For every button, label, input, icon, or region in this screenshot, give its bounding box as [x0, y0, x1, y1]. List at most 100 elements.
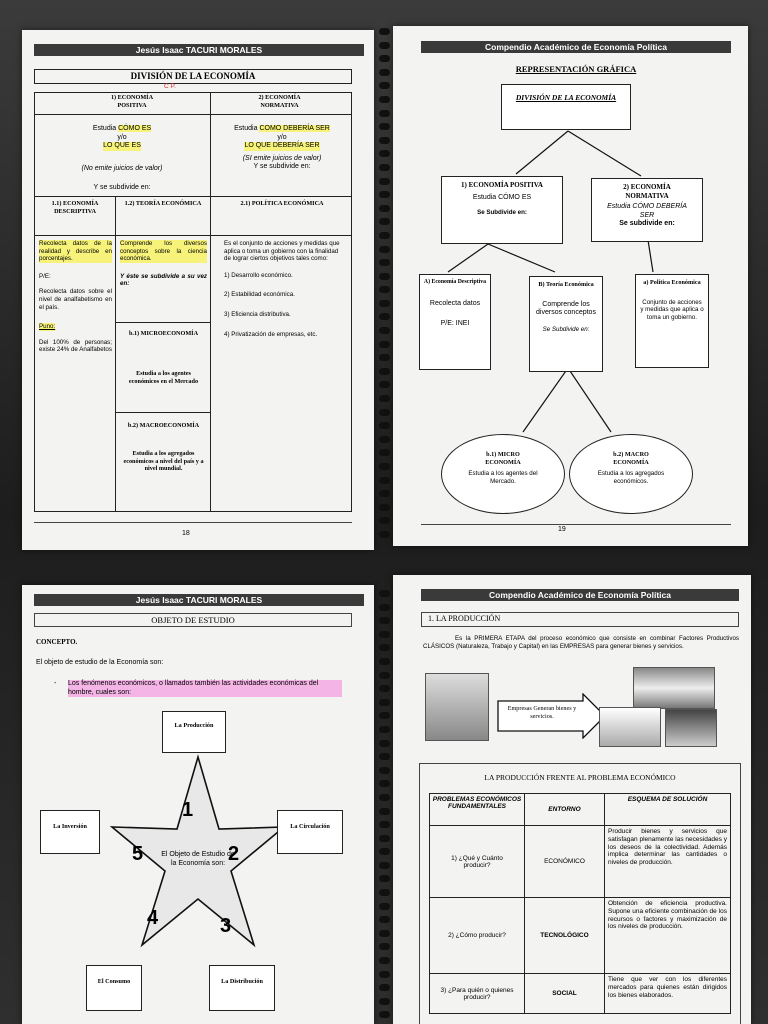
star-number: 5	[132, 843, 143, 866]
puno-text: Del 100% de personas; existe 24% de Anal…	[39, 339, 112, 354]
col2-highlight2: LO QUE DEBERÍA SER	[244, 142, 319, 151]
star-diagram	[22, 585, 374, 1024]
descriptiva-title: A) Economía Descriptiva	[420, 279, 490, 286]
col2-line2: y/o	[222, 134, 342, 143]
normativa-text: Estudia CÓMO DEBERÍA SER	[592, 203, 702, 220]
star-number: 3	[220, 915, 231, 938]
politica-text: Conjunto de acciones y medidas que aplic…	[636, 299, 708, 322]
handwritten-annotation: C P.	[164, 83, 176, 90]
table-row: 3) ¿Para quién o quienes producir? SOCIA…	[430, 974, 731, 1014]
col1-body: Estudia CÓMO ES y/o LO QUE ES (No emite …	[42, 125, 202, 193]
macro-title: b.2) MACRO ECONOMÍA	[570, 451, 692, 466]
col1-line1: Estudia	[93, 125, 116, 132]
col2-highlight1: COMO DEBERÍA SER	[259, 125, 329, 132]
positiva-subdivide: Se Subdivide en:	[442, 209, 562, 217]
politica-item: 3) Eficiencia distributiva.	[224, 311, 346, 319]
spiral-binding-bottom	[377, 590, 391, 1024]
generate-arrow: Empresas Generan bienes y servicios.	[497, 693, 607, 739]
politica-text: Es el conjunto de acciones y medidas que…	[224, 240, 346, 263]
car-image	[633, 667, 715, 709]
macro-node: b.2) MACRO ECONOMÍA Estudia a los agrega…	[569, 434, 693, 514]
microeconomia-text: Estudia a los agentes económicos en el M…	[122, 370, 205, 385]
teoria-title: B) Teoría Económica	[530, 281, 602, 289]
micro-title: b.1) MICRO ECONOMÍA	[442, 451, 564, 466]
descriptiva-example: Recolecta datos sobre el nivel de analfa…	[39, 288, 112, 311]
solutions-table: PROBLEMAS ECONÓMICOS FUNDAMENTALES ENTOR…	[429, 793, 731, 1014]
politica-item: 4) Privatización de empresas, etc.	[224, 331, 346, 339]
col1-subdivide: Y se subdivide en:	[42, 184, 202, 193]
people-image	[599, 707, 661, 747]
col2-subdivide: Y se subdivide en:	[222, 163, 342, 172]
microeconomia-header: b.1) MICROECONOMÍA	[120, 330, 207, 338]
page-number: 19	[558, 526, 566, 535]
normativa-subdivide: Se subdivide en:	[592, 220, 702, 229]
node-consumo: El Consumo	[86, 965, 142, 1011]
politica-item: 1) Desarrollo económico.	[224, 272, 346, 280]
table-header: ENTORNO	[525, 794, 605, 826]
teoria-subdivide: Se Subdivide en:	[530, 326, 602, 334]
root-node: DIVISIÓN DE LA ECONOMÍA	[501, 84, 631, 130]
table-cell: 1) ¿Qué y Cuánto producir?	[430, 826, 525, 898]
col1-line2: y/o	[42, 134, 202, 143]
teoria-text: Comprende los diversos conceptos	[530, 301, 602, 318]
teoria-text: Comprende los diversos conceptos sobre l…	[120, 240, 207, 263]
macro-text: Estudia a los agregados económicos.	[570, 470, 692, 485]
positiva-node: 1) ECONOMÍA POSITIVA Estudia CÓMO ES Se …	[441, 176, 563, 244]
subcol-1-2-header: 1.2) TEORÍA ECONÓMICA	[122, 200, 204, 208]
macroeconomia-text: Estudia a los agregados económicos a niv…	[122, 450, 205, 473]
node-inversion: La Inversión	[40, 810, 100, 854]
page-produccion: Compendio Académico de Economía Política…	[393, 575, 751, 1024]
table-cell: SOCIAL	[525, 974, 605, 1014]
star-number: 4	[147, 907, 158, 930]
production-paragraph: Es la PRIMERA ETAPA del proceso económic…	[423, 635, 739, 650]
col1-highlight1: CÓMO ES	[118, 125, 151, 132]
table-header: PROBLEMAS ECONÓMICOS FUNDAMENTALES	[430, 794, 525, 826]
section-title: 1. LA PRODUCCIÓN	[421, 612, 739, 627]
teoria-node: B) Teoría Económica Comprende los divers…	[529, 276, 603, 372]
descriptiva-text: Recolecta datos	[420, 300, 490, 309]
node-circulacion: La Circulación	[277, 810, 343, 854]
descriptiva-text: Recolecta datos de la realidad y describ…	[39, 240, 112, 263]
arrow-label: Empresas Generan bienes y servicios.	[503, 705, 581, 720]
positiva-title: 1) ECONOMÍA POSITIVA	[442, 181, 562, 190]
page-header: Jesús Isaac TACURI MORALES	[34, 44, 364, 56]
table-header: ESQUEMA DE SOLUCIÓN	[605, 794, 731, 826]
politica-node: a) Política Económica Conjunto de accion…	[635, 274, 709, 368]
page-19: Compendio Académico de Economía Política…	[393, 26, 748, 546]
star-center-text: El Objeto de Estudio de la Economía son:	[160, 851, 236, 868]
subcol-1-1-header: 1.1) ECONOMÍA DESCRIPTIVA	[38, 200, 112, 215]
spiral-binding-top	[377, 28, 391, 545]
table-cell: 3) ¿Para quién o quienes producir?	[430, 974, 525, 1014]
table-title: LA PRODUCCIÓN FRENTE AL PROBLEMA ECONÓMI…	[420, 774, 740, 783]
col1-highlight2: LO QUE ES	[103, 142, 141, 151]
subcol-2-1-header: 2.1) POLÍTICA ECONÓMICA	[237, 200, 327, 208]
table-cell: Tiene que ver con los diferentes mercado…	[605, 974, 731, 1014]
teoria-subdivide: Y éste se subdivide a su vez en:	[120, 273, 207, 288]
page-header: Compendio Académico de Economía Política	[421, 589, 739, 601]
micro-text: Estudia a los agentes del Mercado.	[442, 470, 564, 485]
table-cell: Obtención de eficiencia productiva. Supo…	[605, 898, 731, 974]
table-cell: TECNOLÓGICO	[525, 898, 605, 974]
page-objeto-estudio: Jesús Isaac TACURI MORALES OBJETO DE EST…	[22, 585, 374, 1024]
subcol-1-2-body: Comprende los diversos conceptos sobre l…	[120, 240, 207, 288]
politica-item: 2) Estabilidad económica.	[224, 291, 346, 299]
normativa-title: 2) ECONOMÍA NORMATIVA	[592, 183, 702, 200]
macroeconomia-header: b.2) MACROECONOMÍA	[120, 422, 207, 430]
col1-note: (No emite juicios de valor)	[42, 165, 202, 174]
micro-node: b.1) MICRO ECONOMÍA Estudia a los agente…	[441, 434, 565, 514]
page-title: DIVISIÓN DE LA ECONOMÍA	[34, 69, 352, 84]
subcol-2-1-body: Es el conjunto de acciones y medidas que…	[224, 240, 346, 338]
node-produccion: La Producción	[162, 711, 226, 753]
table-cell: ECONÓMICO	[525, 826, 605, 898]
descriptiva-example: P/E: INEI	[420, 320, 490, 329]
page-18: Jesús Isaac TACURI MORALES DIVISIÓN DE L…	[22, 30, 374, 550]
table-row: 2) ¿Cómo producir? TECNOLÓGICO Obtención…	[430, 898, 731, 974]
table-row: 1) ¿Qué y Cuánto producir? ECONÓMICO Pro…	[430, 826, 731, 898]
electronics-image	[665, 709, 717, 747]
col2-body: Estudia COMO DEBERÍA SER y/o LO QUE DEBE…	[222, 125, 342, 172]
col2-note: (SI emite juicios de valor)	[222, 155, 342, 164]
star-number: 2	[228, 843, 239, 866]
politica-title: a) Política Económica	[636, 279, 708, 287]
factory-image	[425, 673, 489, 741]
